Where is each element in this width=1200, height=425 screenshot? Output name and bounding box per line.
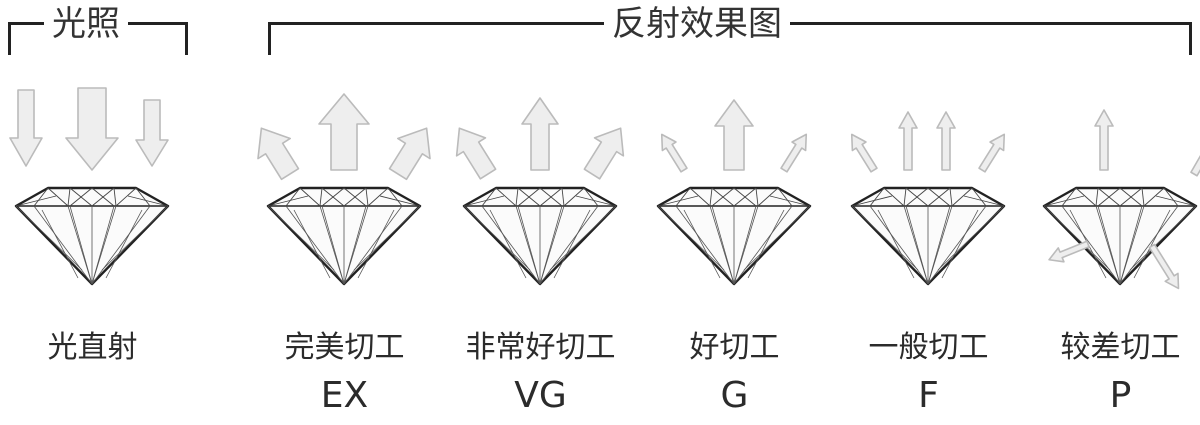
grade-g: G [720, 375, 749, 416]
label-ex: 完美切工 [284, 330, 405, 365]
reflect-arrow-right [583, 127, 625, 180]
reflection-section-title: 反射效果图 [604, 4, 790, 44]
diagram-g [642, 70, 827, 290]
grade-p: P [1109, 375, 1132, 416]
diagram-g-svg [656, 99, 812, 286]
reflect-arrow-center [318, 93, 370, 171]
diamond-icon [656, 186, 812, 286]
label-direct-light: 光直射 [47, 330, 138, 365]
reflect-arrow-right [388, 127, 431, 181]
diagram-p [1028, 70, 1200, 290]
grade-vg: VG [514, 375, 567, 416]
diagram-vg [448, 70, 633, 290]
diagram-ex-svg [257, 93, 431, 286]
diamond-icon [14, 186, 170, 286]
reflect-arrow-center [714, 99, 754, 171]
reflect-arrow-center [521, 97, 559, 171]
incoming-arrow-center [65, 87, 119, 171]
diagram-direct-light [0, 70, 185, 290]
label-p: 较差切工 [1060, 330, 1181, 365]
reflect-arrow-center [1094, 109, 1114, 171]
diamond-icon [1042, 186, 1198, 286]
reflect-arrow-left [455, 127, 497, 180]
reflect-arrow-right [780, 133, 808, 173]
reflect-arrow-center-left [898, 111, 918, 171]
reflect-arrow-center-right [936, 111, 956, 171]
light-section-title: 光照 [44, 4, 128, 44]
reflect-arrow-right [1190, 136, 1200, 177]
label-vg: 非常好切工 [465, 330, 616, 365]
reflect-arrow-left [257, 127, 300, 181]
diamond-icon [462, 186, 618, 286]
label-f: 一般切工 [868, 330, 989, 365]
diagram-vg-svg [455, 97, 625, 286]
diagram-ex [252, 70, 437, 290]
reflect-arrow-left [850, 133, 878, 173]
label-g: 好切工 [689, 330, 780, 365]
grade-f: F [918, 375, 939, 416]
diagram-f [836, 70, 1021, 290]
incoming-arrow-right [135, 99, 169, 167]
diamond-icon [266, 186, 422, 286]
diagram-p-svg [1042, 109, 1200, 290]
grade-ex: EX [320, 375, 369, 416]
diagram-f-svg [850, 111, 1006, 286]
leak-arrow-right [1148, 243, 1180, 290]
diagram-direct-light-svg [9, 87, 170, 286]
reflect-arrow-right [978, 133, 1006, 173]
diamond-icon [850, 186, 1006, 286]
reflect-arrow-left [660, 133, 688, 173]
leak-arrow-left [1048, 240, 1090, 263]
incoming-arrow-left [9, 89, 43, 167]
